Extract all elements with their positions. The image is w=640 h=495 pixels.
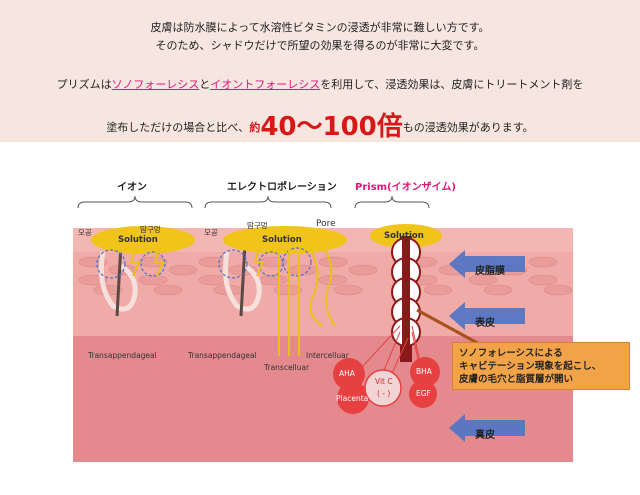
column-title-prism: Prism(イオンザイム) xyxy=(355,182,457,193)
approx-label: 約 xyxy=(249,121,261,134)
layer-label-sebum: 皮脂膜 xyxy=(475,266,505,277)
sonophoresis-link[interactable]: ソノフォーレシス xyxy=(111,78,200,91)
brace-electroporation xyxy=(204,195,332,209)
ball-placenta: Placenta xyxy=(336,394,369,403)
ball-vitc-sign: ( - ) xyxy=(377,389,391,398)
solution-label-prism: Solution xyxy=(384,231,424,241)
label-pore-kr: 모공 xyxy=(204,228,218,237)
layer-arrows xyxy=(449,250,525,442)
column-title-ion: イオン xyxy=(117,182,147,193)
ball-vitc: Vit C xyxy=(375,377,393,386)
skin-penetration-diagram xyxy=(73,195,573,462)
solution-label-electro: Solution xyxy=(262,235,302,245)
intro-line-3: プリズムはソノフォーレシスとイオントフォーレシスを利用して、浸透効果は、皮膚にト… xyxy=(0,76,640,92)
intro-text: もの浸透効果があります。 xyxy=(402,121,534,134)
label-pore-kr: 모공 xyxy=(78,228,92,237)
label-sweat-kr: 땀구멍 xyxy=(140,225,161,234)
intro-line-1: 皮膚は防水膜によって水溶性ビタミンの浸透が非常に難しい方です。 xyxy=(150,21,490,34)
ball-aha: AHA xyxy=(339,369,355,378)
column-title-electroporation: エレクトロポレーション xyxy=(227,182,337,193)
ingredient-balls xyxy=(333,325,440,414)
intro-line-2: そのため、シャドウだけで所望の効果を得るのが非常に大変です。 xyxy=(155,39,485,52)
layer-label-epidermis: 表皮 xyxy=(475,318,495,329)
solution-blob-electro xyxy=(223,226,347,254)
solution-label-ion: Solution xyxy=(118,235,158,245)
callout-line: 皮膚の毛穴と脂質層が開い xyxy=(459,374,574,385)
penetration-arrows xyxy=(129,249,336,356)
label-pore-en: Pore xyxy=(316,219,336,229)
solution-blob-ion xyxy=(91,226,195,254)
pore-circle xyxy=(140,251,166,277)
intro-text: と xyxy=(199,78,211,91)
callout-line: ソノフォレーシスによる xyxy=(459,348,563,359)
brace-ion xyxy=(77,195,193,209)
label-intercelluar: Intercelluar xyxy=(306,351,349,360)
callout-line: キャビテーション現象を起こし、 xyxy=(459,361,602,372)
label-transappendageal: Transappendageal xyxy=(188,351,257,360)
penetration-multiplier: 40〜100倍 xyxy=(260,112,403,142)
intro-text: 塗布しただけの場合と比べ、 xyxy=(106,121,250,134)
hair-follicle-ion xyxy=(98,243,138,317)
intro-text: プリズムは xyxy=(56,78,112,91)
pore-circle xyxy=(96,249,126,279)
intro-panel: 皮膚は防水膜によって水溶性ビタミンの浸透が非常に難しい方です。 そのため、シャド… xyxy=(0,0,640,142)
label-transappendageal: Transappendageal xyxy=(88,351,157,360)
iontophoresis-link[interactable]: イオントフォーレシス xyxy=(210,78,321,91)
layer-label-dermis: 真皮 xyxy=(475,430,495,441)
ball-egf: EGF xyxy=(416,389,431,398)
intro-text: を利用して、浸透効果は、皮膚にトリートメント剤を xyxy=(320,78,584,91)
ball-bha: BHA xyxy=(416,367,432,376)
sonophoresis-callout: ソノフォレーシスによる キャビテーション現象を起こし、 皮膚の毛穴と脂質層が開い xyxy=(452,342,630,390)
intro-line-4: 塗布しただけの場合と比べ、約40〜100倍もの浸透効果があります。 xyxy=(0,106,640,143)
brace-prism xyxy=(354,195,430,209)
label-transcelluar: Transcelluar xyxy=(264,363,310,372)
pore-circle xyxy=(282,247,312,277)
pore-circle xyxy=(218,249,248,279)
label-sweat-kr: 땀구멍 xyxy=(247,221,268,230)
callout-pointer xyxy=(416,308,484,348)
hair-follicle-electro xyxy=(222,243,262,317)
